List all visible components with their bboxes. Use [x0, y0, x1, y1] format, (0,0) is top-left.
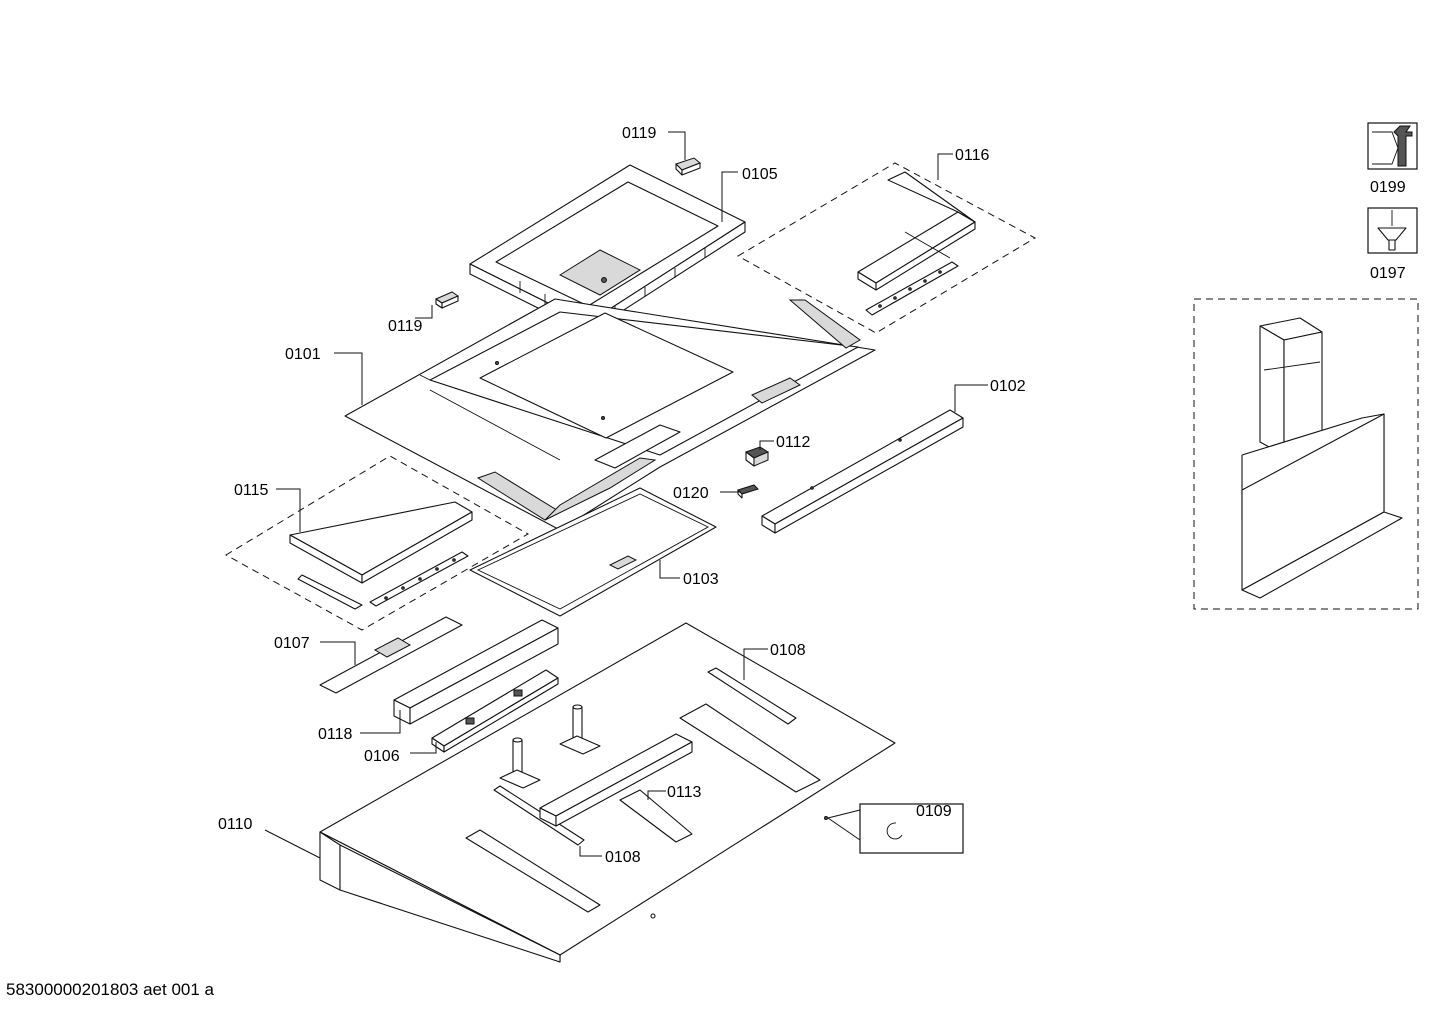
label-0112: 0112	[776, 434, 811, 451]
label-0197: 0197	[1370, 265, 1406, 282]
label-0106: 0106	[364, 748, 400, 765]
part-0101-hob-frame	[344, 298, 876, 531]
part-labels: 0119 0105 0116 0119 0101 0102 0112 0120 …	[218, 125, 1406, 866]
label-0118: 0118	[318, 726, 353, 743]
part-0119-clip-top	[675, 157, 701, 176]
screw-icon	[1367, 207, 1418, 254]
label-0102: 0102	[990, 378, 1026, 395]
label-0107: 0107	[274, 635, 310, 652]
label-0105: 0105	[742, 166, 778, 183]
part-0103-seal	[469, 487, 717, 617]
drawing-id: 58300000201803 aet 001 a	[6, 980, 214, 999]
label-0119-left: 0119	[388, 318, 423, 335]
label-0116: 0116	[955, 147, 990, 164]
label-0115: 0115	[234, 482, 269, 499]
part-0106-board	[431, 669, 559, 753]
label-0109: 0109	[916, 803, 952, 820]
label-0110: 0110	[218, 816, 253, 833]
label-0101: 0101	[285, 346, 321, 363]
part-0120-clip	[737, 484, 759, 499]
label-0108-lower: 0108	[605, 849, 641, 866]
part-0105-frame	[469, 164, 746, 334]
label-0113: 0113	[667, 784, 702, 801]
label-0108-upper: 0108	[770, 642, 806, 659]
label-0199: 0199	[1370, 179, 1406, 196]
product-reference-view	[1193, 298, 1419, 610]
part-0116-group	[736, 162, 1037, 334]
label-0119-top: 0119	[622, 125, 657, 142]
part-0118-module	[393, 619, 559, 725]
label-0120: 0120	[673, 485, 709, 502]
wrench-icon	[1367, 122, 1418, 170]
part-0108-strut-lower	[465, 785, 601, 913]
part-0112-connector	[744, 446, 770, 467]
leader-lines	[264, 131, 988, 859]
part-0107-bracket	[319, 616, 463, 694]
part-0119-clip-left	[434, 291, 460, 309]
part-0115-group	[225, 455, 530, 631]
mounting-posts	[499, 704, 828, 919]
part-0109-detail	[827, 803, 964, 854]
label-0103: 0103	[683, 571, 719, 588]
part-0102-rail	[761, 409, 964, 534]
part-0108-strut-upper	[679, 667, 821, 793]
part-0113-channel	[539, 733, 693, 843]
